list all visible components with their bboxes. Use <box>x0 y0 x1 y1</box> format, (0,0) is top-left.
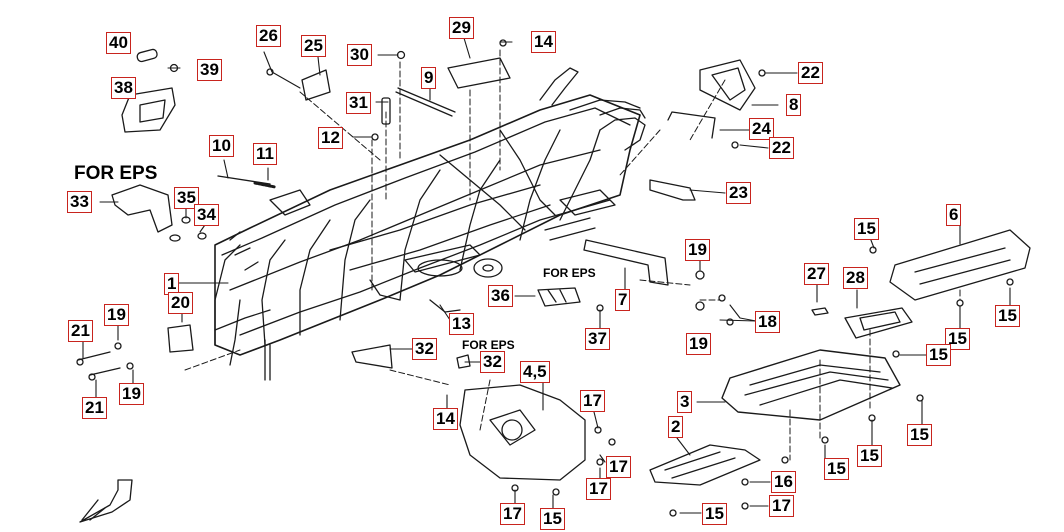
part-callout[interactable]: 19 <box>685 239 710 261</box>
part-callout[interactable]: 19 <box>119 383 144 405</box>
part-callout[interactable]: 15 <box>907 424 932 446</box>
part-callout[interactable]: 17 <box>586 478 611 500</box>
part-callout[interactable]: 8 <box>786 94 802 116</box>
part-callout[interactable]: 18 <box>755 311 780 333</box>
for-eps-note-small: FOR EPS <box>543 266 596 280</box>
part-callout[interactable]: 37 <box>585 328 610 350</box>
part-callout[interactable]: 3 <box>677 391 693 413</box>
part-callout[interactable]: 17 <box>769 495 794 517</box>
part-callout[interactable]: 32 <box>480 351 505 373</box>
part-callout[interactable]: 2 <box>668 416 684 438</box>
part-callout[interactable]: 36 <box>488 285 513 307</box>
part-callout[interactable]: 7 <box>615 289 631 311</box>
part-callout[interactable]: 20 <box>168 292 193 314</box>
part-callout[interactable]: 23 <box>726 182 751 204</box>
part-callout[interactable]: 27 <box>804 263 829 285</box>
part-callout[interactable]: 15 <box>945 328 970 350</box>
part-callout[interactable]: 21 <box>68 320 93 342</box>
part-callout[interactable]: 12 <box>318 127 343 149</box>
leader-lines <box>82 37 1011 514</box>
part-callout[interactable]: 13 <box>449 313 474 335</box>
part-callout[interactable]: 30 <box>347 44 372 66</box>
part-callout[interactable]: 32 <box>412 338 437 360</box>
part-callout[interactable]: 10 <box>209 135 234 157</box>
part-callout[interactable]: 38 <box>111 77 136 99</box>
part-callout[interactable]: 4,5 <box>520 361 550 383</box>
part-callout[interactable]: 15 <box>824 458 849 480</box>
part-callout[interactable]: 40 <box>106 32 131 54</box>
part-callout[interactable]: 11 <box>253 143 277 165</box>
part-callout[interactable]: 29 <box>449 17 474 39</box>
part-callout[interactable]: 26 <box>256 25 281 47</box>
part-callout[interactable]: 19 <box>104 304 129 326</box>
part-callout[interactable]: 15 <box>995 305 1020 327</box>
part-callout[interactable]: 15 <box>926 344 951 366</box>
part-callout[interactable]: 35 <box>174 187 199 209</box>
part-callout[interactable]: 17 <box>606 456 631 478</box>
for-eps-note-large: FOR EPS <box>74 163 158 184</box>
part-callout[interactable]: 33 <box>67 191 92 213</box>
part-callout[interactable]: 15 <box>702 503 727 525</box>
part-callout[interactable]: 34 <box>194 204 219 226</box>
main-frame-drawing <box>214 67 646 381</box>
part-callout[interactable]: 39 <box>197 59 222 81</box>
part-callout[interactable]: 22 <box>798 62 823 84</box>
for-eps-note-small: FOR EPS <box>462 338 515 352</box>
part-callout[interactable]: 6 <box>946 204 962 226</box>
part-callout[interactable]: 15 <box>540 508 565 530</box>
part-callout[interactable]: 17 <box>580 390 605 412</box>
small-parts <box>76 39 1031 523</box>
part-callout[interactable]: 22 <box>769 137 794 159</box>
part-callout[interactable]: 31 <box>346 92 371 114</box>
part-callout[interactable]: 9 <box>421 67 437 89</box>
part-callout[interactable]: 15 <box>854 218 879 240</box>
part-callout[interactable]: 16 <box>771 471 796 493</box>
part-callout[interactable]: 21 <box>82 397 107 419</box>
assembly-dashed-lines <box>184 49 961 461</box>
part-callout[interactable]: 25 <box>301 35 326 57</box>
part-callout[interactable]: 28 <box>843 267 868 289</box>
part-callout[interactable]: 17 <box>500 503 525 525</box>
part-callout[interactable]: 19 <box>686 333 711 355</box>
part-callout[interactable]: 24 <box>749 118 774 140</box>
part-callout[interactable]: 14 <box>433 408 458 430</box>
part-callout[interactable]: 14 <box>531 31 556 53</box>
part-callout[interactable]: 15 <box>857 445 882 467</box>
